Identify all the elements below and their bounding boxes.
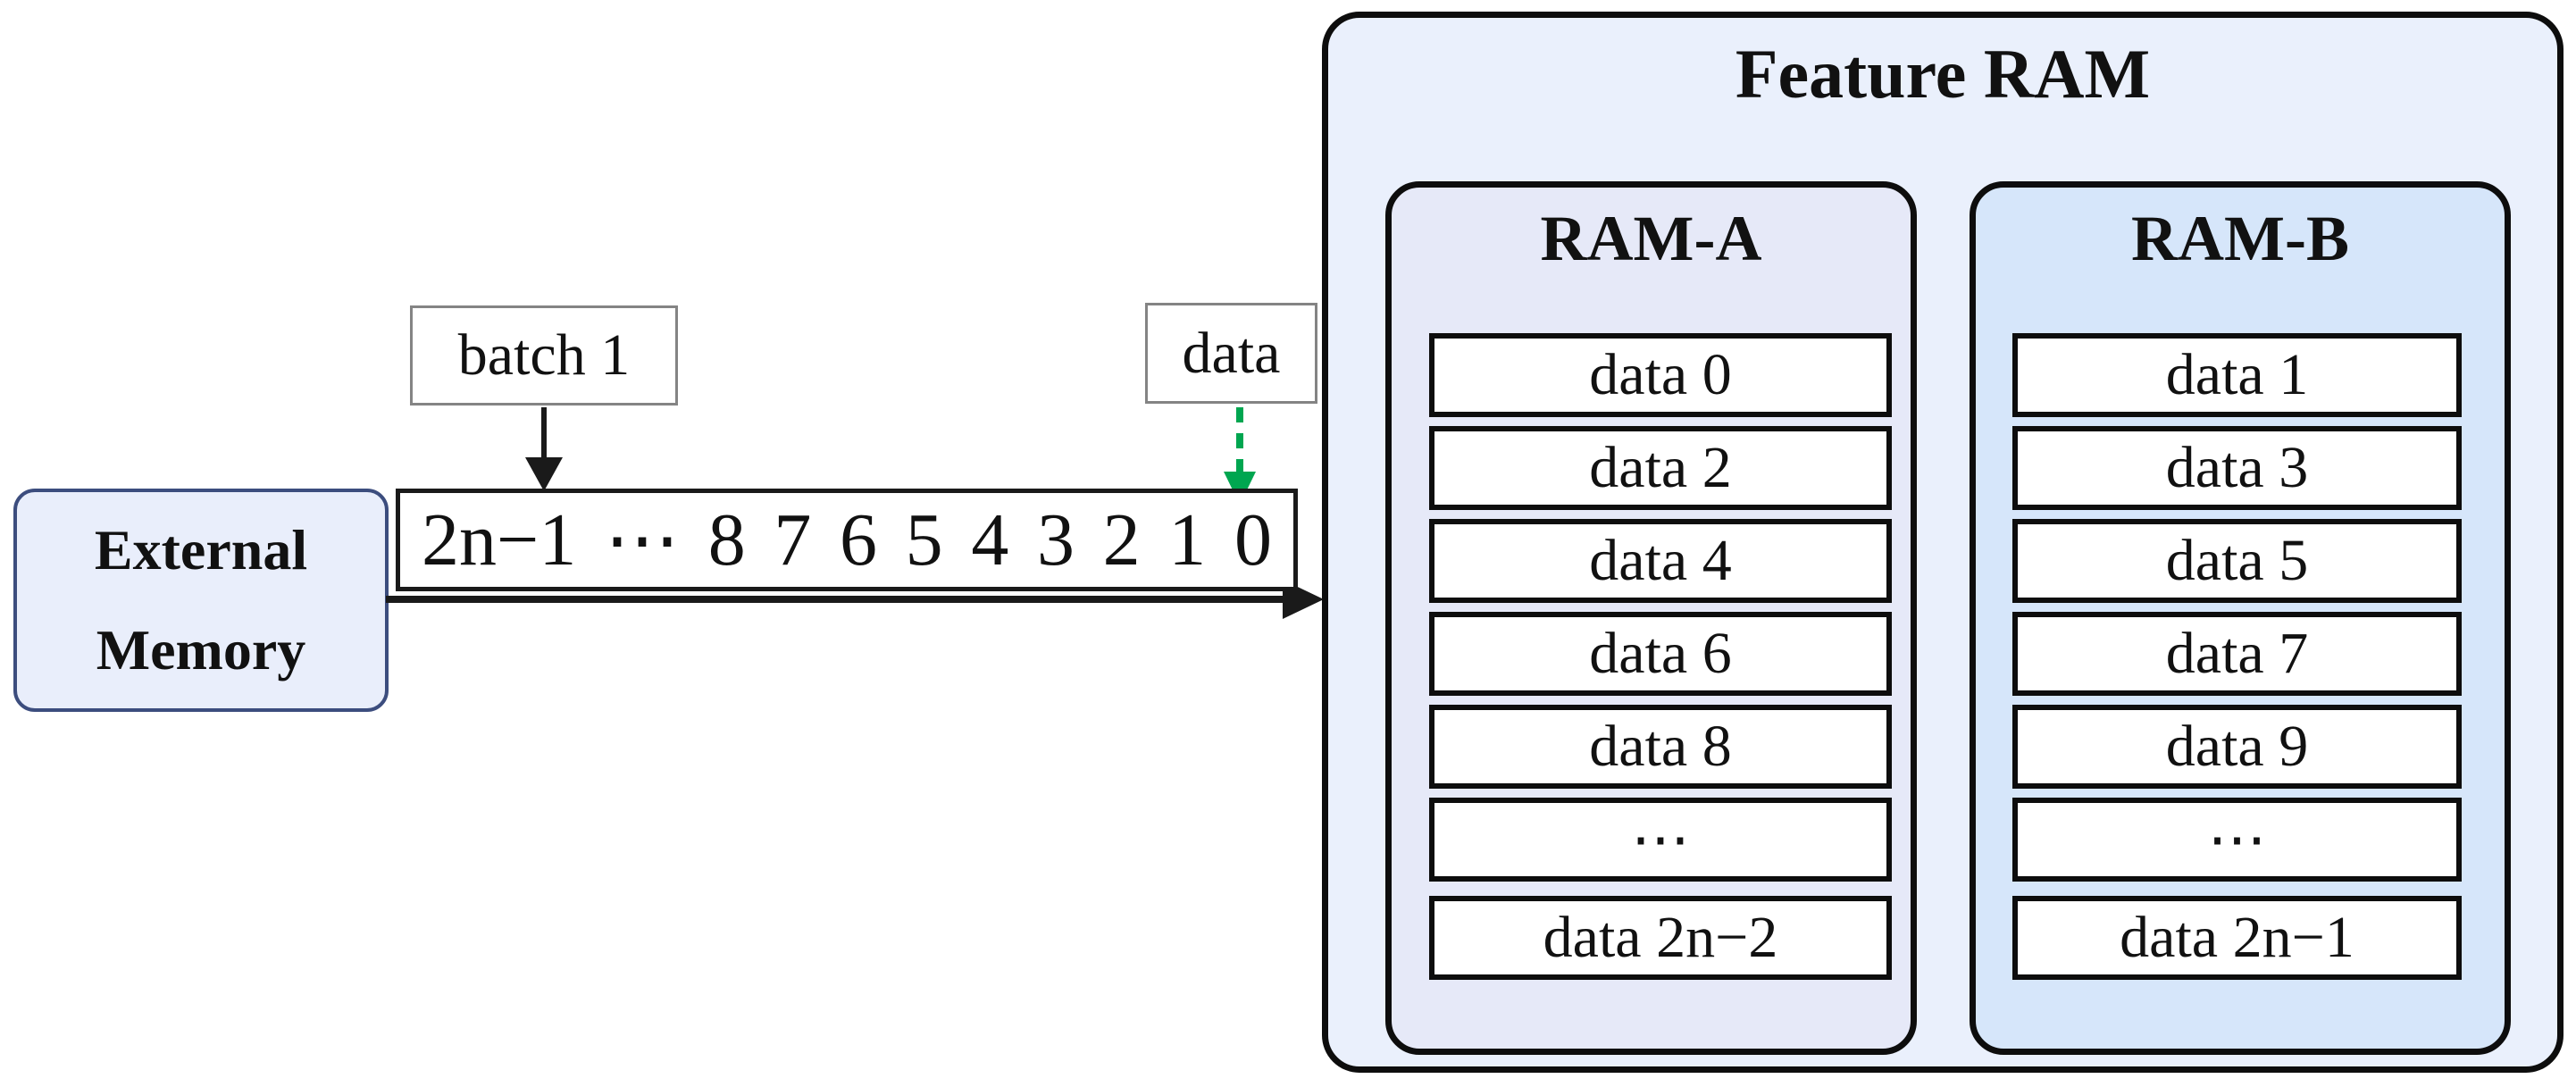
strip-item: 6: [840, 498, 877, 581]
ram-row: data 5: [2012, 519, 2462, 603]
ram-row: data 3: [2012, 426, 2462, 510]
data-label: data: [1145, 303, 1317, 404]
ram-row: data 9: [2012, 705, 2462, 789]
ram-row: data 2: [1429, 426, 1892, 510]
batch-data-strip: 2n−1 ⋯ 8 7 6 5 4 3 2 1 0: [396, 489, 1298, 591]
ram-b-box: RAM-B data 1 data 3 data 5 data 7 data 9…: [1970, 181, 2511, 1055]
ram-a-rows: data 0 data 2 data 4 data 6 data 8 ⋯ dat…: [1429, 333, 1892, 980]
external-memory-box: External Memory: [13, 489, 389, 712]
strip-item: 2n−1: [422, 498, 577, 581]
ram-row: data 6: [1429, 612, 1892, 696]
strip-item: 0: [1234, 498, 1272, 581]
external-memory-label-line1: External: [94, 518, 308, 581]
ram-row: data 2n−1: [2012, 896, 2462, 980]
external-memory-label-line2: Memory: [96, 618, 306, 681]
feature-ram-title: Feature RAM: [1735, 35, 2151, 113]
batch-arrow-line: [541, 407, 547, 459]
ram-row: data 2n−2: [1429, 896, 1892, 980]
ram-row: data 1: [2012, 333, 2462, 417]
strip-item: 4: [971, 498, 1009, 581]
strip-item: 8: [707, 498, 746, 581]
ram-row-ellipsis: ⋯: [1429, 798, 1892, 882]
data-arrow-dashed-line: [1236, 407, 1243, 472]
feature-ram-box: Feature RAM RAM-A data 0 data 2 data 4 d…: [1322, 12, 2563, 1073]
memory-to-ram-arrow-line: [386, 596, 1286, 603]
strip-item: 5: [905, 498, 943, 581]
ram-b-rows: data 1 data 3 data 5 data 7 data 9 ⋯ dat…: [2012, 333, 2462, 980]
strip-item: 3: [1036, 498, 1075, 581]
ram-a-title: RAM-A: [1540, 203, 1762, 274]
strip-ellipsis: ⋯: [605, 499, 681, 582]
batch-label: batch 1: [410, 305, 678, 406]
strip-item: 1: [1168, 498, 1207, 581]
ram-row: data 0: [1429, 333, 1892, 417]
batch-arrow-head-icon: [525, 457, 563, 491]
strip-item: 2: [1102, 498, 1141, 581]
ram-a-box: RAM-A data 0 data 2 data 4 data 6 data 8…: [1385, 181, 1917, 1055]
ram-row-ellipsis: ⋯: [2012, 798, 2462, 882]
strip-item: 7: [774, 498, 812, 581]
ram-b-title: RAM-B: [2131, 203, 2349, 274]
ram-row: data 4: [1429, 519, 1892, 603]
ram-row: data 8: [1429, 705, 1892, 789]
ram-row: data 7: [2012, 612, 2462, 696]
